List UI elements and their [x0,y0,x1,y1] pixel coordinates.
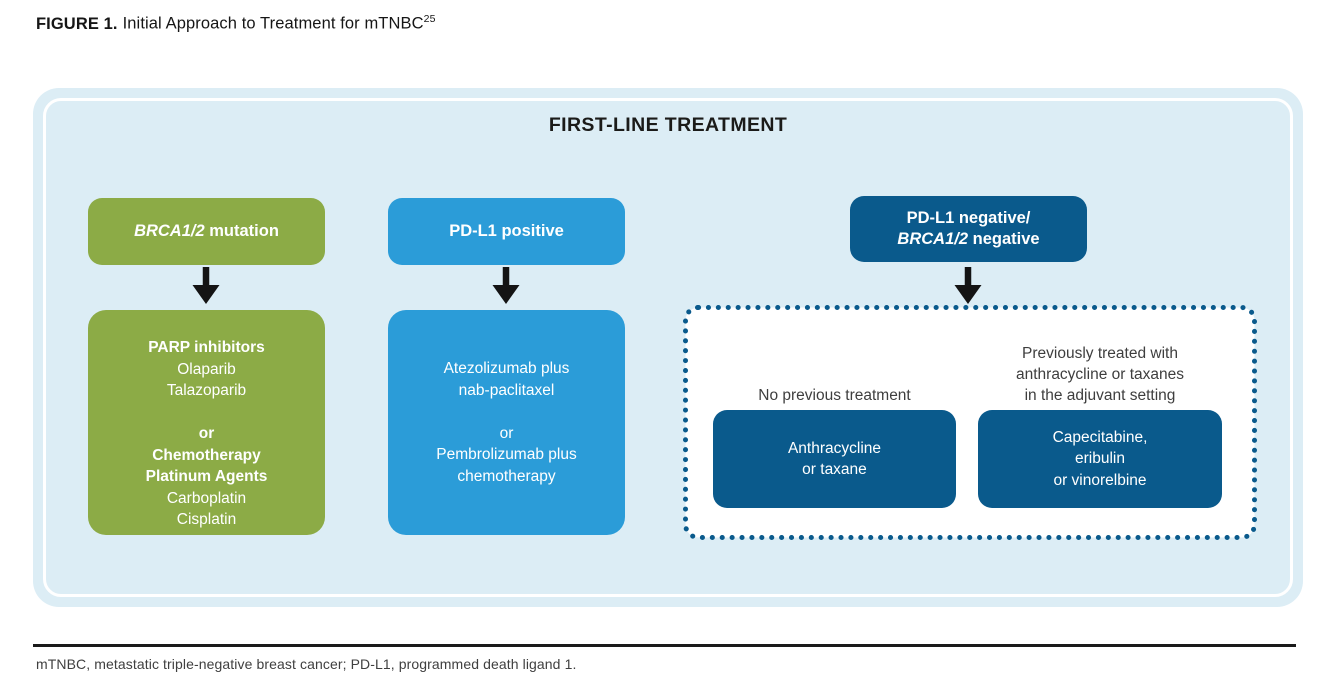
figure-label: FIGURE 1. [36,14,118,33]
pdl1-negative-gene-name: BRCA1/2 [897,230,969,248]
brca-header-text: BRCA1/2 mutation [134,221,279,242]
footnote: mTNBC, metastatic triple-negative breast… [36,656,577,672]
pdl1-negative-header-box: PD-L1 negative/ BRCA1/2 negative [850,196,1087,262]
pdl1-positive-header-box: PD-L1 positive [388,198,625,265]
pdl1-positive-treatment-text: Atezolizumab plus nab-paclitaxel or Pemb… [436,360,577,485]
capecitabine-eribulin-vinorelbine-box: Capecitabine, eribulin or vinorelbine [978,410,1222,508]
footnote-divider [33,644,1296,647]
treatment-panel: FIRST-LINE TREATMENT BRCA1/2 mutation PA… [33,88,1303,607]
figure-title: FIGURE 1.Initial Approach to Treatment f… [36,13,436,34]
option-label-no-previous-treatment: No previous treatment [758,387,911,404]
anthracycline-taxane-box: Anthracycline or taxane [713,410,956,508]
pdl1-negative-rest: negative [968,230,1040,248]
brca-gene-name: BRCA1/2 [134,222,205,240]
treatment-line-parp-drugs: Olaparib Talazoparib [166,360,247,400]
pdl1-negative-options-container: No previous treatment Anthracycline or t… [683,305,1257,540]
pdl1-negative-line1: PD-L1 negative/ [906,209,1031,227]
figure-reference-superscript: 25 [423,13,436,25]
treatment-line-platinum-drugs: Carboplatin Cisplatin [166,489,247,529]
arrow-down-icon [492,267,520,304]
anthracycline-taxane-text: Anthracycline or taxane [787,439,882,479]
arrow-down-icon [954,267,982,304]
brca-mutation-header-box: BRCA1/2 mutation [88,198,325,265]
pdl1-positive-header-text: PD-L1 positive [449,222,564,240]
option-label-previously-treated: Previously treated with anthracycline or… [1015,345,1184,404]
treatment-line-chemotherapy-platinum: or Chemotherapy Platinum Agents [145,425,268,485]
brca-treatment-box: PARP inhibitors Olaparib Talazoparib or … [88,310,325,535]
pdl1-positive-treatment-box: Atezolizumab plus nab-paclitaxel or Pemb… [388,310,625,535]
panel-heading: FIRST-LINE TREATMENT [548,114,788,136]
arrow-down-icon [192,267,220,304]
capecitabine-eribulin-vinorelbine-text: Capecitabine, eribulin or vinorelbine [1052,428,1148,489]
figure-title-text: Initial Approach to Treatment for mTNBC [122,14,424,33]
brca-header-rest: mutation [204,222,279,240]
treatment-line-parp-inhibitors: PARP inhibitors [148,339,265,356]
pdl1-negative-header-text: PD-L1 negative/ BRCA1/2 negative [897,208,1039,250]
